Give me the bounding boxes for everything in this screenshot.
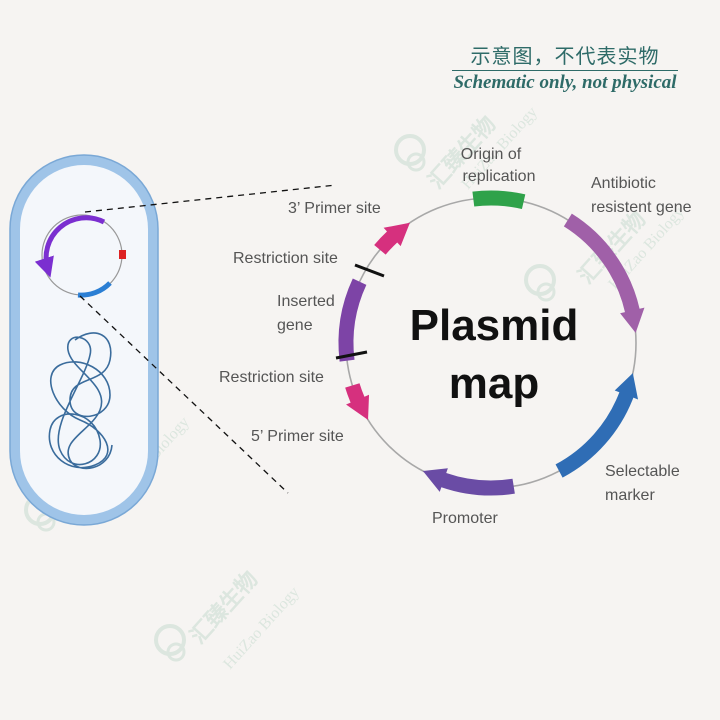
cell-plasmid	[34, 214, 126, 298]
label-restriction-top: Restriction site	[233, 250, 338, 267]
plasmid-segments	[338, 190, 645, 496]
label-selectable-line2: marker	[605, 487, 655, 504]
cell-interior	[20, 165, 148, 515]
feature-promoter	[422, 468, 515, 496]
label-promoter: Promoter	[432, 510, 498, 527]
label-selectable-line1: Selectable	[605, 463, 680, 480]
label-restriction-bottom: Restriction site	[219, 369, 324, 386]
feature-origin	[472, 190, 526, 210]
cell-plasmid-blue-arc	[77, 281, 112, 298]
header-english-title: Schematic only, not physical	[453, 72, 677, 93]
feature-primer5	[345, 383, 370, 420]
header-divider	[452, 70, 678, 71]
feature-primer3	[374, 222, 410, 255]
label-inserted-line1: Inserted	[277, 293, 335, 310]
header-chinese-title: 示意图，不代表实物	[470, 44, 660, 68]
feature-selectable	[555, 373, 639, 478]
watermark-logo-4	[154, 624, 186, 662]
cell-plasmid-purple-arc	[34, 215, 106, 278]
zoom-line-top	[84, 184, 337, 213]
label-primer3: 3’ Primer site	[288, 200, 381, 217]
label-origin-line2: replication	[463, 168, 536, 185]
label-origin-line1: Origin of	[461, 146, 522, 163]
label-antibiotic-line1: Antibiotic	[591, 175, 656, 192]
label-primer5: 5’ Primer site	[251, 428, 344, 445]
restriction-mark-bottom	[335, 350, 368, 360]
plasmid-title-line2: map	[449, 359, 539, 408]
watermark-logo-1	[394, 134, 426, 172]
bacterial-cell	[9, 154, 159, 526]
label-inserted-line2: gene	[277, 317, 313, 334]
label-antibiotic-line2: resistent gene	[591, 199, 692, 216]
cell-plasmid-red-marker	[119, 250, 126, 259]
watermark-logo-2	[524, 264, 556, 302]
feature-inserted	[338, 278, 367, 362]
restriction-mark-top	[354, 263, 385, 278]
zoom-line-bottom	[79, 295, 289, 494]
feature-antibiotic	[563, 213, 645, 333]
chromosome	[48, 332, 113, 470]
plasmid-title-line1: Plasmid	[410, 301, 579, 350]
